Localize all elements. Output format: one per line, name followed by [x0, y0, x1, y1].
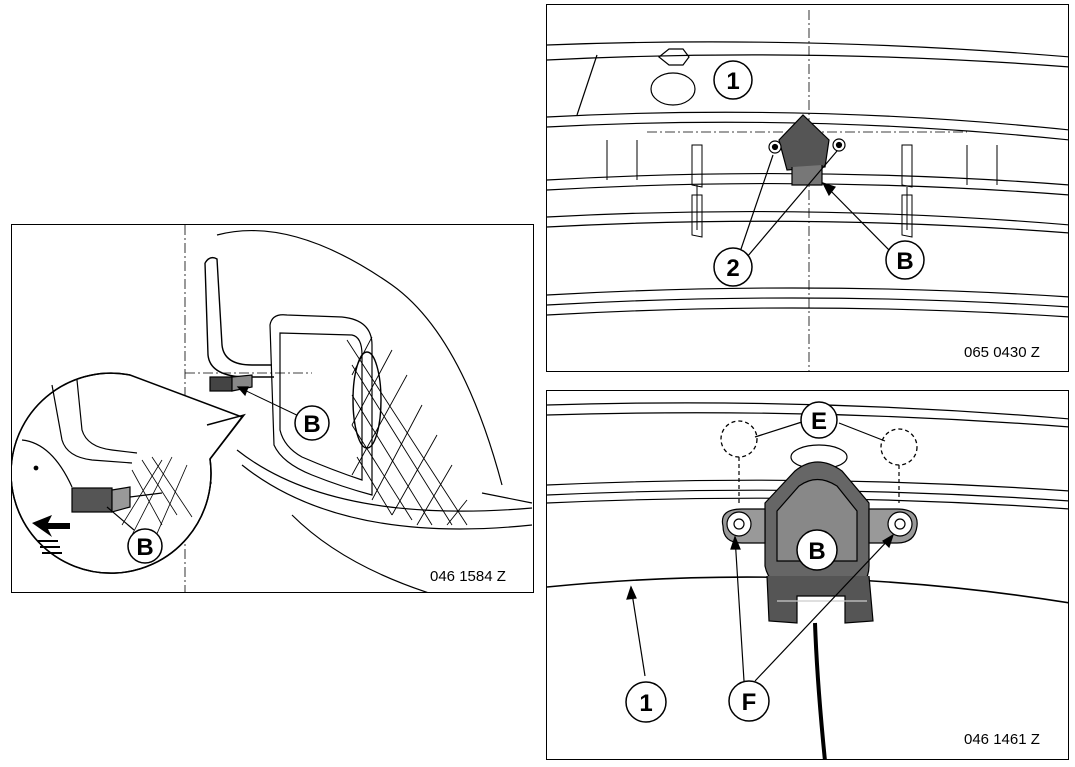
callout-b-main: B [294, 405, 330, 441]
callout-f: F [728, 680, 770, 722]
left-diagram-drawing: B B [12, 225, 533, 592]
figure-code: 046 1584 Z [430, 568, 506, 585]
callout-b: B [796, 529, 838, 571]
connector-main [209, 376, 233, 392]
callout-b-main-label: B [303, 411, 320, 438]
callout-1-label: 1 [639, 690, 652, 717]
oval-cutout [650, 72, 696, 106]
push-arrow-icon [32, 515, 70, 537]
callout-e: E [800, 401, 838, 439]
grille-slats [606, 140, 998, 238]
grille-frame [269, 314, 373, 496]
callout-b-detail-label: B [136, 534, 153, 561]
callout-b-label: B [896, 248, 913, 275]
callout-f-label: F [742, 689, 757, 716]
bottom-right-diagram-drawing: E B 1 F [547, 401, 1068, 759]
figure-code: 046 1461 Z [964, 731, 1040, 748]
nut-left [726, 511, 752, 537]
left-diagram-panel: B B 046 1584 Z [11, 224, 534, 593]
sensor-b [778, 114, 830, 171]
grille-mesh [346, 336, 468, 526]
sensor-cable [813, 622, 827, 759]
bottom-right-diagram-panel: E B 1 F 046 1461 Z [546, 390, 1069, 760]
callout-1: 1 [713, 60, 753, 100]
bumper-top-edge [547, 41, 1068, 58]
top-right-diagram-panel: 1 2 B 065 0430 Z [546, 4, 1069, 372]
figure-code: 065 0430 Z [964, 344, 1040, 361]
connector-detail [71, 487, 113, 513]
hex-mark [658, 48, 690, 66]
callout-e-label: E [811, 408, 827, 435]
nut-right [887, 511, 913, 537]
callout-1-label: 1 [726, 68, 739, 95]
bumper-contour [216, 229, 503, 486]
callout-b-label: B [808, 538, 825, 565]
callout-b-detail: B [127, 528, 163, 564]
callout-2: 2 [713, 247, 753, 287]
top-right-diagram-drawing: 1 2 B [547, 10, 1068, 371]
callout-b: B [885, 240, 925, 280]
callout-2-label: 2 [726, 255, 739, 282]
bracket-arm [204, 256, 272, 366]
fog-lamp-ring [352, 351, 382, 449]
callout-1: 1 [625, 681, 667, 723]
